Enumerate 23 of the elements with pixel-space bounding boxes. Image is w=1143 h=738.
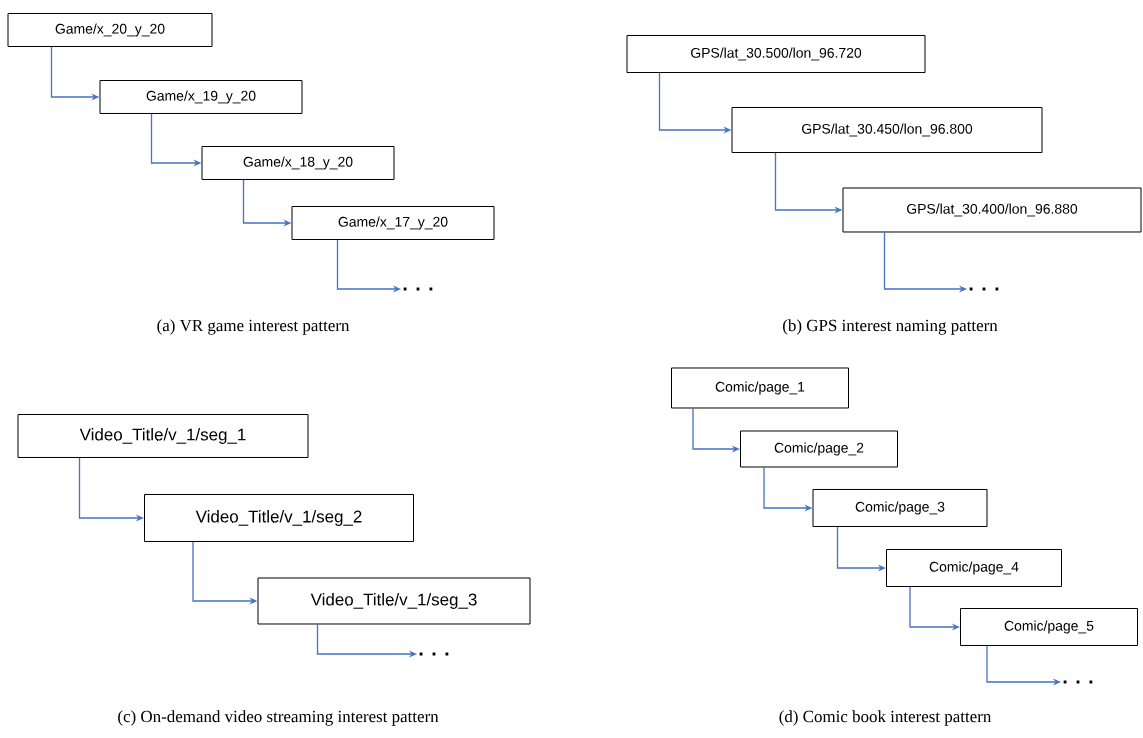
caption: (d) Comic book interest pattern	[779, 710, 992, 726]
name-box: Comic/page_1	[671, 367, 849, 409]
name-box: Game/x_17_y_20	[291, 206, 495, 240]
name-box: Video_Title/v_1/seg_1	[17, 414, 309, 458]
ellipsis-text: . . .	[403, 287, 433, 291]
name-box: Video_Title/v_1/seg_3	[257, 577, 531, 625]
caption: (b) GPS interest naming pattern	[783, 319, 998, 335]
ellipsis-text: . . .	[969, 287, 999, 291]
name-box: GPS/lat_30.500/lon_96.720	[626, 35, 926, 73]
name-box: GPS/lat_30.450/lon_96.800	[731, 107, 1043, 153]
name-box: Comic/page_5	[960, 608, 1138, 646]
name-box: Comic/page_2	[740, 430, 898, 468]
name-box: Comic/page_4	[886, 549, 1062, 587]
name-box: Game/x_18_y_20	[201, 146, 395, 180]
name-box: Game/x_20_y_20	[7, 13, 213, 47]
caption: (c) On-demand video streaming interest pattern	[118, 710, 439, 726]
ellipsis-text: . . .	[1063, 680, 1093, 684]
name-box: Comic/page_3	[812, 489, 988, 527]
name-box: Game/x_19_y_20	[99, 80, 303, 114]
ellipsis-text: . . .	[419, 652, 449, 656]
name-box: Video_Title/v_1/seg_2	[144, 494, 414, 542]
name-box: GPS/lat_30.400/lon_96.880	[842, 187, 1142, 233]
caption: (a) VR game interest pattern	[157, 319, 350, 335]
